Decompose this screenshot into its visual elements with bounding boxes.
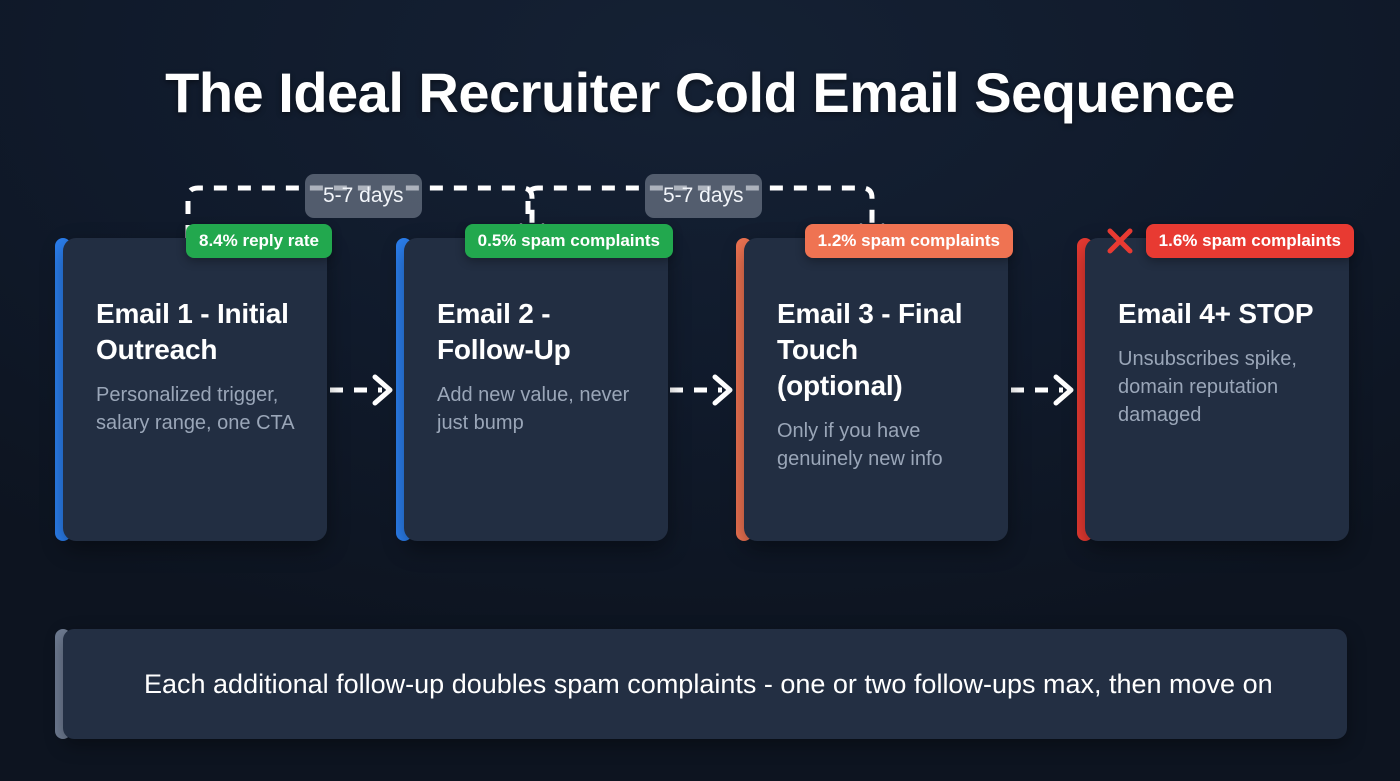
email-card-4[interactable]: 1.6% spam complaints Email 4+ STOP Unsub… <box>1077 224 1354 541</box>
email-card-3[interactable]: 1.2% spam complaints Email 3 - Final Tou… <box>736 224 1013 541</box>
card-description-2: Add new value, never just bump <box>437 384 630 434</box>
email-card-2[interactable]: 0.5% spam complaints Email 2 - Follow-Up… <box>396 224 673 541</box>
card-title-3: Email 3 - Final Touch (optional) <box>777 298 963 401</box>
card-badge-row-4: 1.6% spam complaints <box>1103 224 1354 258</box>
card-body-4: 1.6% spam complaints Email 4+ STOP Unsub… <box>1085 224 1354 541</box>
metric-badge-3: 1.2% spam complaints <box>804 224 1013 258</box>
delay-label-2: 5-7 days <box>645 174 762 218</box>
page-title: The Ideal Recruiter Cold Email Sequence <box>165 61 1235 124</box>
card-title-2: Email 2 - Follow-Up <box>437 298 571 365</box>
card-body-1: 8.4% reply rate Email 1 - Initial Outrea… <box>63 224 332 541</box>
metric-badge-2: 0.5% spam complaints <box>464 224 673 258</box>
card-description-4: Unsubscribes spike, domain reputation da… <box>1118 348 1297 426</box>
delay-label-1: 5-7 days <box>305 174 422 218</box>
card-badge-row-3: 1.2% spam complaints <box>804 224 1013 258</box>
card-badge-row-2: 0.5% spam complaints <box>464 224 673 258</box>
x-mark-icon <box>1103 224 1137 258</box>
summary-banner: Each additional follow-up doubles spam c… <box>55 629 1347 739</box>
card-title-4: Email 4+ STOP <box>1118 298 1314 329</box>
email-card-1[interactable]: 8.4% reply rate Email 1 - Initial Outrea… <box>55 224 332 541</box>
metric-badge-4: 1.6% spam complaints <box>1145 224 1354 258</box>
banner-text: Each additional follow-up doubles spam c… <box>144 669 1273 699</box>
card-body-3: 1.2% spam complaints Email 3 - Final Tou… <box>744 224 1013 541</box>
banner-body: Each additional follow-up doubles spam c… <box>63 629 1347 739</box>
metric-badge-1: 8.4% reply rate <box>185 224 332 258</box>
card-body-2: 0.5% spam complaints Email 2 - Follow-Up… <box>404 224 673 541</box>
card-title-1: Email 1 - Initial Outreach <box>96 298 289 365</box>
card-description-3: Only if you have genuinely new info <box>777 420 943 470</box>
email-sequence-cards: 8.4% reply rate Email 1 - Initial Outrea… <box>55 224 1354 541</box>
card-description-1: Personalized trigger, salary range, one … <box>96 384 295 434</box>
card-badge-row-1: 8.4% reply rate <box>185 224 332 258</box>
